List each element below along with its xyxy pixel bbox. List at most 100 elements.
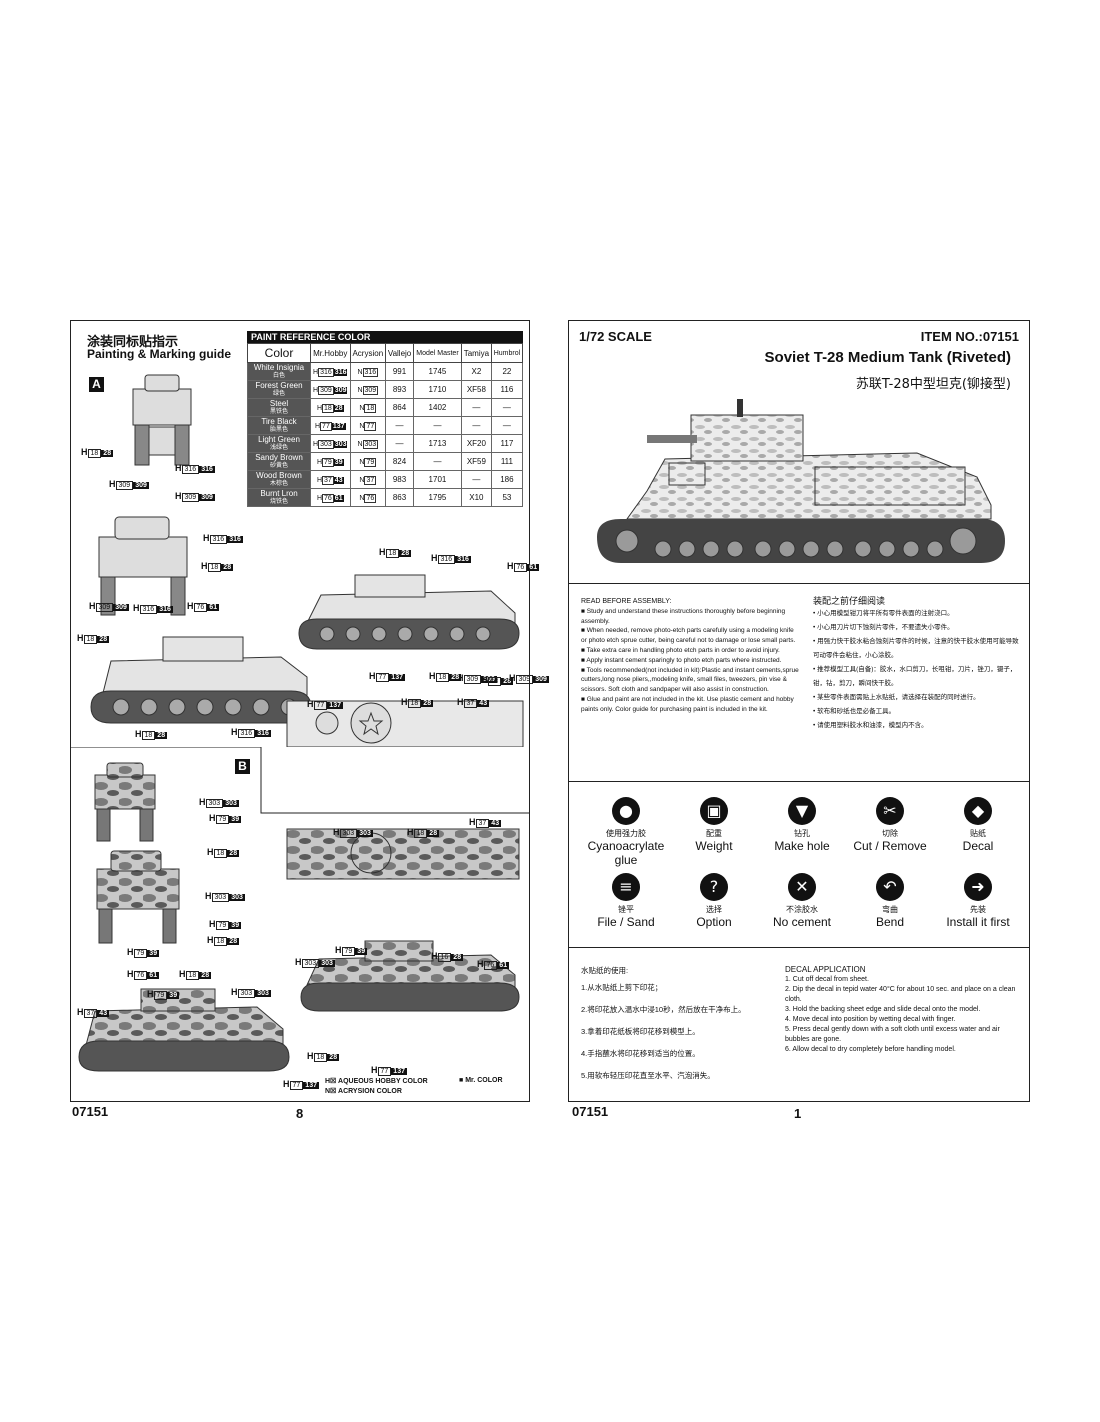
paint-model-master-code: 1795 <box>412 488 462 507</box>
callout-hobby-code: 16 <box>437 953 452 962</box>
hobby-code: 79 <box>322 458 334 467</box>
callout-mr-code: 28 <box>199 972 212 979</box>
mr-color-code: 28 <box>333 405 344 412</box>
painting-guide-title-en: Painting & Marking guide <box>87 347 232 361</box>
callout-hobby-code: 303 <box>339 829 358 838</box>
hobby-code: 76 <box>322 494 334 503</box>
box-art-tank-image <box>597 399 1005 563</box>
file-icon: ≡ <box>612 873 640 901</box>
callout-h-prefix: H <box>77 1007 84 1017</box>
callout-hobby-code: 18 <box>487 677 502 686</box>
callout-mr-code: 61 <box>147 972 160 979</box>
read-before-item-cn-text: 某些零件表面需贴上水贴纸，请选择在装配的同时进行。 <box>817 693 980 701</box>
callout-mr-code: 309 <box>133 482 149 489</box>
read-before-item-cn: • 软布和砂纸也是必备工具。 <box>813 707 896 715</box>
scheme-b-label: B <box>235 759 250 774</box>
callout-mr-code: 28 <box>427 830 440 837</box>
callout-h-prefix: H <box>477 959 484 969</box>
mr-color-code: 316 <box>333 369 348 376</box>
paint-name-en: Steel <box>269 398 289 408</box>
hobby-code: 316 <box>318 368 334 377</box>
callout-hobby-code: 309 <box>463 675 482 684</box>
paint-humbrol-code: 117 <box>490 434 524 453</box>
tank-rear-view-icon <box>98 516 188 616</box>
callout-h-prefix: H <box>407 827 414 837</box>
legend-acrysion: N☒ ACRYSION COLOR <box>325 1088 402 1095</box>
scheme-divider <box>71 747 529 814</box>
decal-instructions-cn: 水贴纸的使用: 1.从水贴纸上剪下印花；2.将印花放入温水中浸10秒，然后放在干… <box>581 965 781 1087</box>
callout-h-prefix: H <box>401 697 408 707</box>
callout-h-prefix: H <box>431 951 438 961</box>
callout-mr-code: 303 <box>229 894 245 901</box>
acrysion-code: 18 <box>364 404 377 413</box>
callout-h-prefix: H <box>307 1051 314 1061</box>
paint-name-cn: 白色 <box>272 372 285 379</box>
callout-hobby-code: 18 <box>185 971 200 980</box>
callout-mr-code: 137 <box>327 702 343 709</box>
read-before-item-cn-text: 软布和砂纸也是必备工具。 <box>817 707 896 715</box>
callout-mr-code: 137 <box>391 1068 407 1075</box>
read-before-item: ■ Study and understand these instruction… <box>581 607 786 625</box>
read-before-item: ■ Tools recommended(not included in kit)… <box>581 666 799 694</box>
symbol-label-cn: 配重 <box>706 829 722 838</box>
tank-b-front-view-icon <box>94 762 156 842</box>
option-icon: ? <box>700 873 728 901</box>
symbol-label-en: File / Sand <box>597 915 655 929</box>
callout-h-prefix: H <box>199 797 206 807</box>
read-before-item-text: Study and understand these instructions … <box>581 607 786 625</box>
paint-name-en: White Insignia <box>253 362 305 372</box>
no-cement-icon: ✕ <box>788 873 816 901</box>
callout-h-prefix: H <box>333 827 340 837</box>
tank-b-right-side-icon <box>300 940 520 1012</box>
callout-mr-code: 303 <box>319 960 335 967</box>
item-number: ITEM NO.:07151 <box>920 329 1019 344</box>
decal-step-cn: 3.拿着印花纸板将印花移到模型上。 <box>581 1027 700 1036</box>
callout-mr-code: 309 <box>113 604 129 611</box>
read-before-item: ■ Take extra care in handling photo etch… <box>581 646 780 654</box>
acrysion-code: 77 <box>364 422 377 431</box>
callout-hobby-code: 79 <box>215 815 230 824</box>
scale-label: 1/72 SCALE <box>579 329 652 344</box>
callout-mr-code: 28 <box>327 1054 340 1061</box>
painting-guide-title-cn: 涂装同标贴指示 <box>87 335 179 350</box>
callout-h-prefix: H <box>175 463 182 473</box>
decal-heading-cn: 水贴纸的使用: <box>581 966 629 975</box>
callout-mr-code: 28 <box>449 674 462 681</box>
read-before-item-text: Tools recommended(not included in kit):P… <box>581 666 799 694</box>
callout-mr-code: 61 <box>527 564 540 571</box>
callout-mr-code: 39 <box>167 992 180 999</box>
callout-h-prefix: H <box>371 1065 378 1075</box>
callout-h-prefix: H <box>127 947 134 957</box>
callout-mr-code: 43 <box>477 700 490 707</box>
section-divider-3 <box>569 947 1029 948</box>
callout-mr-code: 303 <box>223 800 239 807</box>
callout-hobby-code: 79 <box>133 949 148 958</box>
read-before-item-cn-text: 推荐模型工具(自备)：胶水，水口剪刀，长咀钳，刀片，锉刀，镊子，钳，钻，剪刀，瞬… <box>813 665 1017 687</box>
callout-hobby-code: 77 <box>375 673 390 682</box>
mr-color-code: 43 <box>333 477 344 484</box>
hobby-code: 303 <box>318 440 334 449</box>
left-page-number: 8 <box>296 1106 304 1121</box>
decal-icon: ◆ <box>964 797 992 825</box>
symbol-label-en: No cement <box>772 915 832 929</box>
callout-mr-code: 61 <box>207 604 220 611</box>
callout-h-prefix: H <box>469 817 476 827</box>
col-header-model-master: Model Master <box>412 343 462 363</box>
symbol-label-cn: 使用强力胶 <box>606 829 646 838</box>
